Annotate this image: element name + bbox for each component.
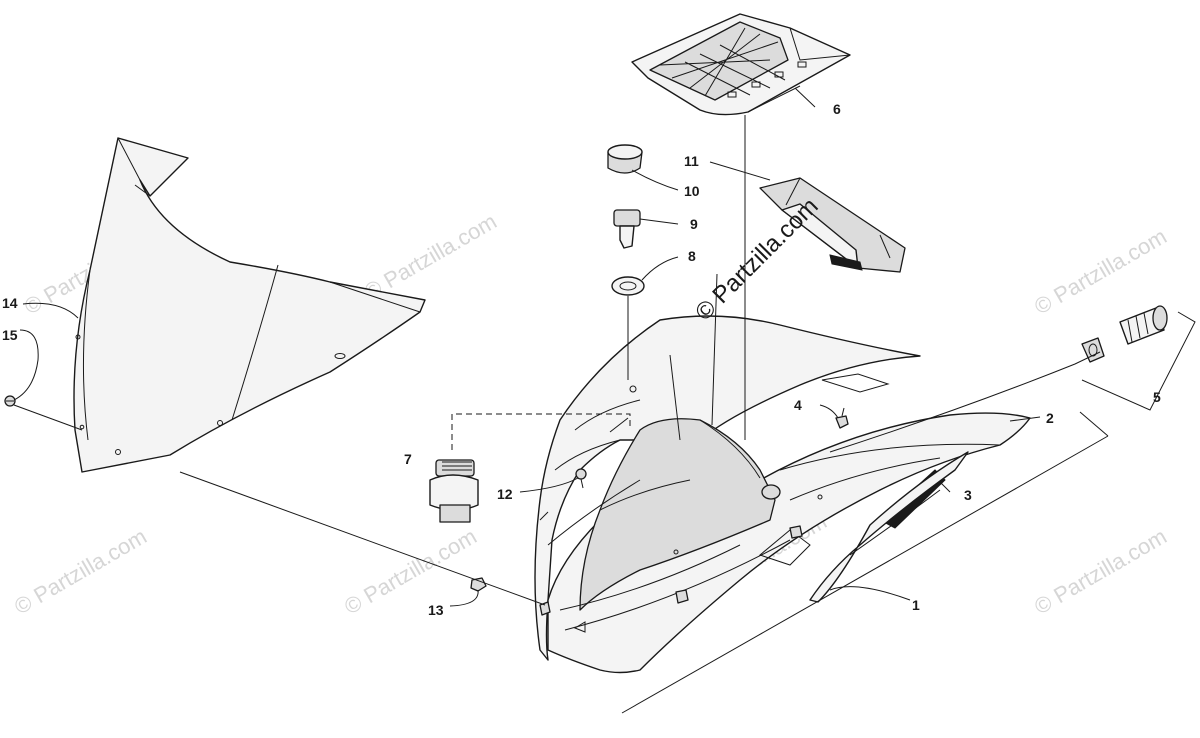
watermark-3: © Partzilla.com <box>1030 524 1171 620</box>
callout-1: 1 <box>912 597 920 613</box>
watermark-6: © Partzilla.com <box>360 209 501 305</box>
screw-part-4 <box>835 407 849 429</box>
callout-10: 10 <box>684 183 700 199</box>
callout-13: 13 <box>428 602 444 618</box>
outlet-part-5 <box>1081 305 1168 363</box>
callout-12: 12 <box>497 486 513 502</box>
hood-part-1 <box>534 315 1031 674</box>
bezel-part-8 <box>611 276 645 296</box>
callout-9: 9 <box>690 216 698 232</box>
cap-part-10 <box>607 144 643 174</box>
callout-3: 3 <box>964 487 972 503</box>
callout-5: 5 <box>1153 389 1161 405</box>
key-part-9 <box>613 209 641 249</box>
callout-7: 7 <box>404 451 412 467</box>
callout-14: 14 <box>2 295 18 311</box>
callout-11: 11 <box>684 153 699 169</box>
rack-part-6 <box>631 13 851 116</box>
switch-part-7 <box>429 459 479 523</box>
decal-part-3 <box>809 451 969 603</box>
leader-lines <box>13 87 1196 714</box>
center-watermark: © Partzilla.com <box>690 193 823 326</box>
watermark-1: © Partzilla.com <box>10 524 151 620</box>
callout-6: 6 <box>833 101 841 117</box>
wellnut-part-13 <box>470 577 487 592</box>
callout-2: 2 <box>1046 410 1054 426</box>
callout-8: 8 <box>688 248 696 264</box>
screw-part-15 <box>4 395 16 407</box>
watermark-4: © Partzilla.com <box>1030 224 1171 320</box>
gauge-part-11 <box>759 177 906 273</box>
windshield-part-14 <box>73 137 426 473</box>
callout-15: 15 <box>2 327 18 343</box>
screw-part-12 <box>575 468 587 489</box>
callouts: 1 2 3 4 5 6 7 8 9 10 11 12 13 14 15 <box>2 101 1161 618</box>
callout-4: 4 <box>794 397 802 413</box>
